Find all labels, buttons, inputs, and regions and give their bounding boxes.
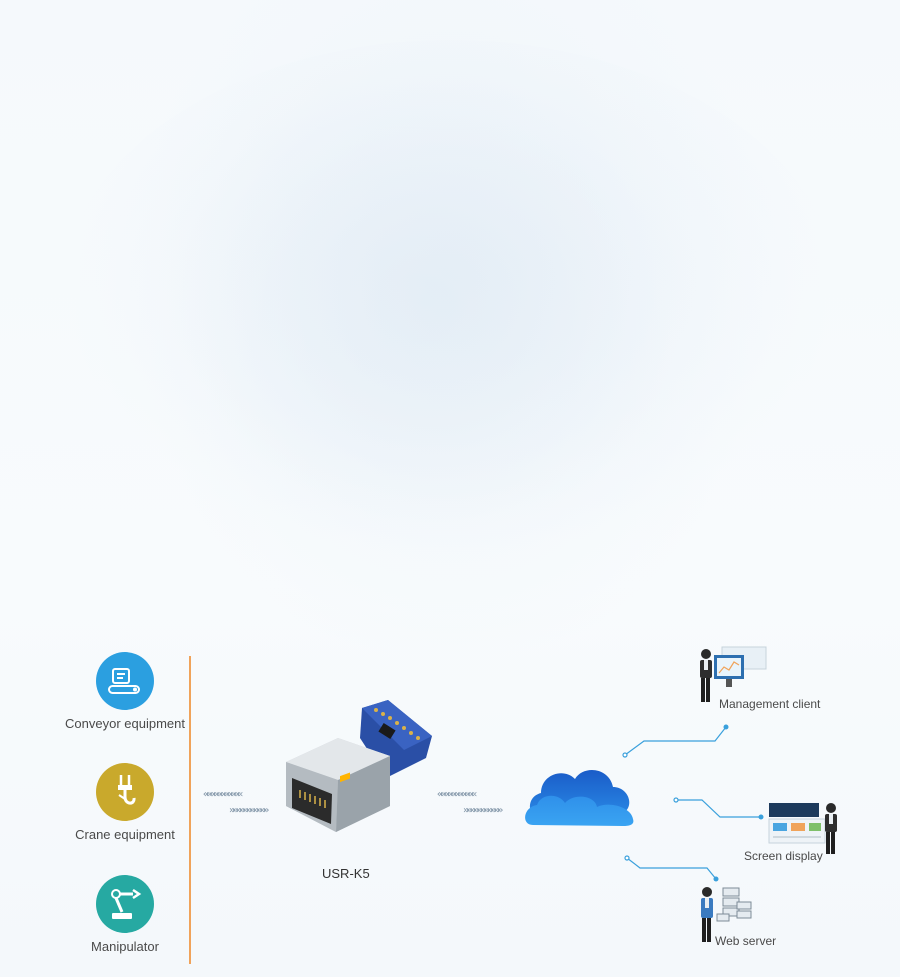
web-server-label: Web server	[715, 934, 777, 948]
device-crane: Crane equipment	[55, 763, 195, 842]
device-label: Conveyor equipment	[65, 716, 185, 731]
screen-display-icon	[768, 803, 837, 854]
robot-arm-icon	[96, 875, 154, 933]
arrow-left-flow: «««««««««««	[203, 789, 243, 800]
crane-hook-icon	[96, 763, 154, 821]
conveyor-icon	[96, 652, 154, 710]
arrow-right-flow: »»»»»»»»»»»	[229, 805, 269, 816]
web-server-icon	[701, 887, 752, 942]
arrow-left-flow-2: «««««««««««	[437, 789, 477, 800]
device-label: Manipulator	[91, 939, 159, 954]
device-label: Crane equipment	[75, 827, 175, 842]
background-glow	[60, 40, 840, 560]
divider-line	[189, 656, 191, 964]
arrow-right-flow-2: »»»»»»»»»»»	[463, 805, 503, 816]
module-label: USR-K5	[322, 866, 370, 881]
management-client-label: Management client	[719, 697, 821, 711]
connector-lines	[622, 724, 764, 882]
management-client-icon	[700, 646, 767, 702]
cloud-icon	[525, 769, 634, 826]
device-manipulator: Manipulator	[55, 875, 195, 954]
device-conveyor: Conveyor equipment	[55, 652, 195, 731]
screen-display-label: Screen display	[744, 849, 823, 863]
usr-k5-module-icon	[286, 700, 432, 832]
